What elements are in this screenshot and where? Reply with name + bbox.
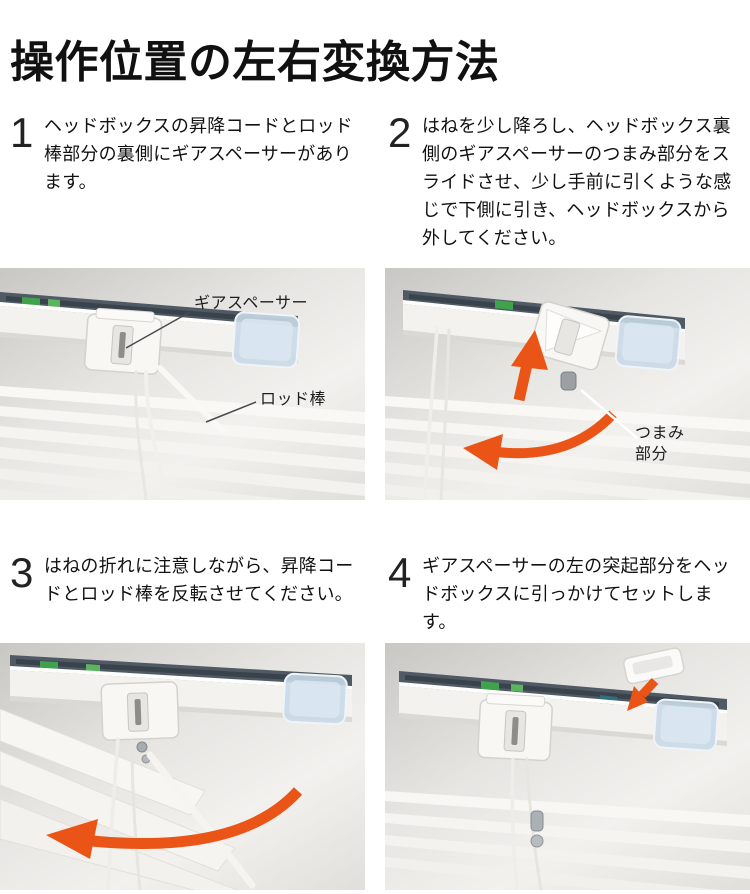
photo-step-3	[0, 643, 365, 890]
blind-slats	[385, 791, 750, 890]
photo-step-4-illustration	[385, 647, 750, 890]
photo-step-1: ギアスペーサー ロッド棒	[0, 268, 365, 500]
label-leader-lines	[125, 311, 257, 423]
end-cap	[614, 315, 682, 371]
instruction-step-1: 1 ヘッドボックスの昇降コードとロッド棒部分の裏側にギアスペーサーがあります。	[10, 112, 362, 196]
up-arrow-icon	[511, 330, 548, 402]
step-text-4: ギアスペーサーの左の突起部分をヘッドボックスに引っかけてセットします。	[422, 556, 730, 632]
blind-slats	[0, 386, 365, 500]
gear-spacer	[477, 693, 553, 762]
photo-step-2: つまみ部分	[385, 268, 750, 500]
step-number-3: 3	[10, 549, 34, 596]
knob-label-leader-line	[580, 389, 638, 439]
rod-label: ロッド棒	[260, 391, 327, 408]
instruction-step-3: 3 はねの折れに注意しながら、昇降コードとロッド棒を反転させてください。	[10, 552, 362, 608]
rod	[146, 751, 256, 889]
gear-spacer-tilted	[529, 301, 610, 371]
end-cap	[231, 311, 301, 369]
page-title: 操作位置の左右変換方法	[10, 38, 500, 87]
gear-spacer-label: ギアスペーサー	[194, 295, 309, 312]
end-cap	[282, 672, 348, 726]
step-text-2: はねを少し降ろし、ヘッドボックス裏側のギアスペーサーのつまみ部分をスライドさせ、…	[422, 116, 732, 248]
step-number-2: 2	[388, 109, 412, 156]
photo-step-2-illustration	[385, 290, 750, 500]
photo-step-1-illustration	[0, 292, 365, 500]
headbox-rail	[10, 655, 352, 722]
curved-arrow-icon	[463, 410, 617, 470]
instruction-step-4: 4 ギアスペーサーの左の突起部分をヘッドボックスに引っかけてセットします。	[388, 552, 746, 636]
step-number-1: 1	[10, 109, 34, 156]
gear-spacer	[83, 307, 163, 375]
end-cap	[653, 698, 719, 752]
detached-spacer-part	[623, 647, 685, 685]
step-number-4: 4	[388, 549, 412, 596]
knob	[560, 371, 577, 391]
lift-cords	[423, 326, 451, 500]
cord-equalizer-hardware	[530, 810, 544, 848]
instruction-step-2: 2 はねを少し降ろし、ヘッドボックス裏側のギアスペーサーのつまみ部分をスライドさ…	[388, 112, 746, 252]
knob-label: つまみ部分	[635, 425, 685, 463]
photo-step-4	[385, 643, 750, 890]
gear-spacer	[100, 681, 180, 741]
insert-arrow-icon	[627, 677, 659, 711]
step-text-1: ヘッドボックスの昇降コードとロッド棒部分の裏側にギアスペーサーがあります。	[44, 116, 353, 192]
photo-step-3-illustration	[0, 655, 352, 890]
step-text-3: はねの折れに注意しながら、昇降コードとロッド棒を反転させてください。	[44, 556, 354, 604]
rotate-arrow-icon	[46, 787, 303, 859]
lift-cords	[134, 370, 170, 500]
lift-cords	[106, 737, 142, 890]
